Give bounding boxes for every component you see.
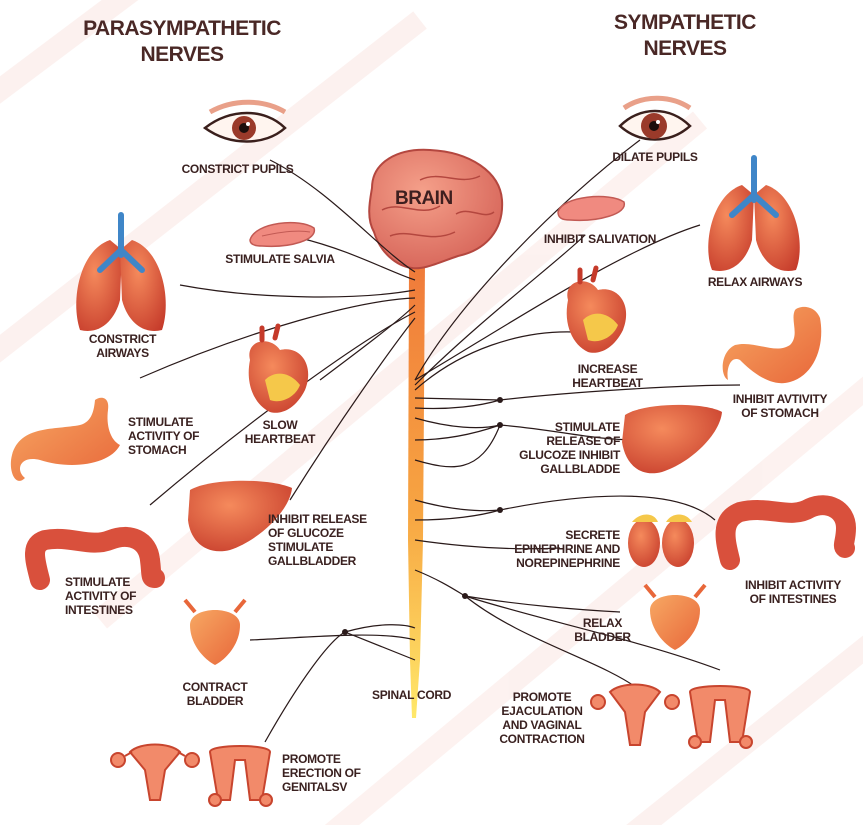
label-stimulate-glucose-right: STIMULATE RELEASE OF GLUCOZE INHIBIT GAL… bbox=[500, 420, 620, 476]
intestines-icon-right bbox=[726, 505, 846, 560]
reproductive-icon-left bbox=[111, 745, 272, 807]
lungs-icon-right bbox=[708, 158, 800, 271]
label-contract-bladder: CONTRACT BLADDER bbox=[155, 680, 275, 708]
label-secrete-epinephrine: SECRETE EPINEPHRINE AND NOREPINEPHRINE bbox=[505, 528, 620, 570]
intestines-icon-left bbox=[35, 537, 155, 580]
sympathetic-header: SYMPATHETIC NERVES bbox=[600, 10, 770, 62]
spinal-cord bbox=[408, 262, 425, 718]
label-inhibit-salivation: INHIBIT SALIVATION bbox=[540, 232, 660, 246]
label-stimulate-intestines: STIMULATE ACTIVITY OF INTESTINES bbox=[65, 575, 145, 617]
label-constrict-airways: CONSTRICT AIRWAYS bbox=[80, 332, 165, 360]
label-inhibit-glucose-left: INHIBIT RELEASE OF GLUCOZE STIMULATE GAL… bbox=[268, 512, 383, 568]
heart-icon-left bbox=[249, 326, 308, 413]
label-dilate-pupils: DILATE PUPILS bbox=[610, 150, 700, 164]
heart-icon-right bbox=[567, 268, 626, 353]
bladder-icon-left bbox=[185, 600, 245, 665]
reproductive-icon-right bbox=[591, 685, 752, 749]
label-relax-airways: RELAX AIRWAYS bbox=[705, 275, 805, 289]
stomach-icon-left bbox=[11, 398, 120, 481]
label-inhibit-stomach: INHIBIT AVTIVITY OF STOMACH bbox=[725, 392, 835, 420]
liver-icon-right bbox=[622, 405, 722, 473]
label-slow-heartbeat: SLOW HEARTBEAT bbox=[230, 418, 330, 446]
parasympathetic-header: PARASYMPATHETIC NERVES bbox=[82, 16, 282, 68]
label-inhibit-intestines: INHIBIT ACTIVITY OF INTESTINES bbox=[738, 578, 848, 606]
label-constrict-pupils: CONSTRICT PUPILS bbox=[180, 162, 295, 176]
spinal-cord-label: SPINAL CORD bbox=[372, 688, 451, 702]
label-promote-ejaculation: PROMOTE EJACULATION AND VAGINAL CONTRACT… bbox=[498, 690, 586, 746]
eye-icon-right bbox=[620, 98, 690, 139]
label-promote-erection: PROMOTE ERECTION OF GENITALSV bbox=[282, 752, 372, 794]
label-increase-heartbeat: INCREASE HEARTBEAT bbox=[545, 362, 670, 390]
label-relax-bladder: RELAX BLADDER bbox=[555, 616, 650, 644]
brain-label: BRAIN bbox=[395, 188, 453, 210]
eye-icon-left bbox=[205, 102, 285, 141]
label-stimulate-stomach: STIMULATE ACTIVITY OF STOMACH bbox=[128, 415, 208, 457]
stomach-icon-right bbox=[723, 307, 822, 383]
label-stimulate-saliva: STIMULATE SALVIA bbox=[225, 252, 335, 266]
tongue-icon-left bbox=[250, 223, 314, 247]
bladder-icon-right bbox=[645, 585, 705, 650]
